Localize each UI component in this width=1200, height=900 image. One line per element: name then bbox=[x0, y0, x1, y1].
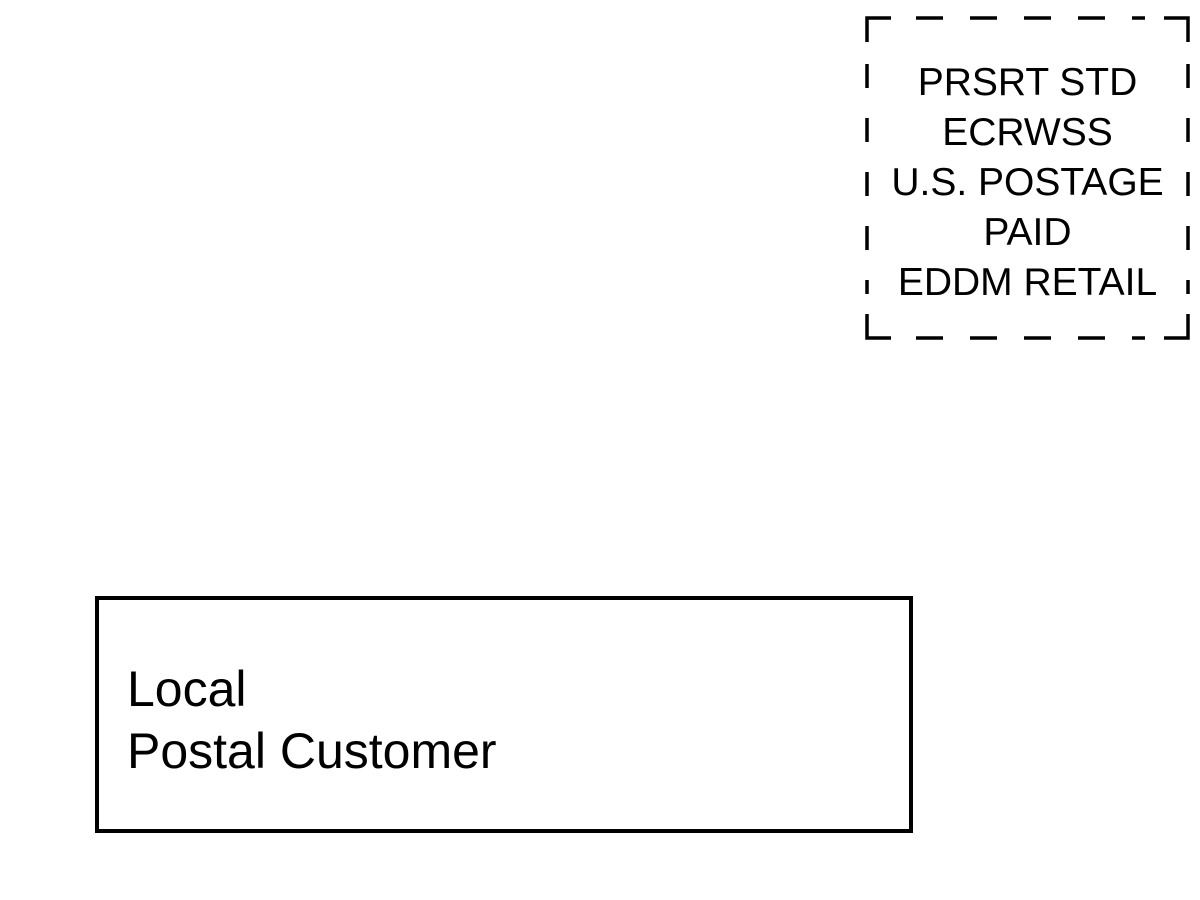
address-block: Local Postal Customer bbox=[95, 596, 913, 833]
indicia-postage-label: U.S. POSTAGE bbox=[891, 161, 1164, 204]
indicia-mail-class: PRSRT STD bbox=[917, 61, 1138, 104]
indicia-sort-level: ECRWSS bbox=[942, 111, 1113, 154]
indicia-dashed-border bbox=[865, 16, 1190, 340]
address-line-1: Local bbox=[127, 661, 247, 717]
postage-indicia: PRSRT STD ECRWSS U.S. POSTAGE PAID EDDM … bbox=[865, 16, 1190, 340]
indicia-paid-label: PAID bbox=[983, 211, 1072, 254]
indicia-text: PRSRT STD ECRWSS U.S. POSTAGE PAID EDDM … bbox=[865, 58, 1190, 308]
indicia-service-label: EDDM RETAIL bbox=[897, 261, 1158, 304]
address-line-2: Postal Customer bbox=[127, 723, 497, 779]
address-text: Local Postal Customer bbox=[127, 658, 497, 782]
